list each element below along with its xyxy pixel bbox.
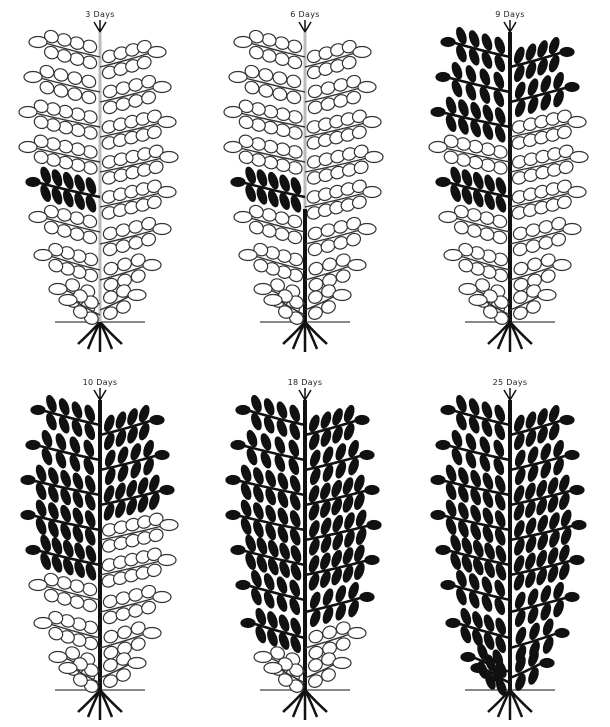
healthy-leaf (305, 215, 376, 258)
healthy-leaf (100, 73, 171, 116)
root (510, 690, 522, 717)
healthy-leaf (229, 63, 305, 106)
healthy-leaf (234, 28, 305, 71)
root (78, 322, 100, 344)
plant-drawing (0, 372, 200, 727)
root (305, 690, 327, 712)
healthy-leaf (305, 143, 383, 186)
healthy-leaf (239, 241, 305, 284)
healthy-leaf (224, 98, 305, 141)
apex-bud (94, 20, 106, 32)
root (488, 322, 510, 344)
healthy-leaf (100, 38, 166, 81)
healthy-leaf (224, 133, 305, 176)
root (88, 690, 100, 717)
healthy-leaf (100, 143, 178, 186)
root (293, 690, 305, 717)
plant-panel: 10 Days (0, 372, 200, 727)
infected-leaf (305, 404, 369, 450)
healthy-leaf (19, 98, 100, 141)
plant-drawing (205, 372, 405, 727)
apex-bud (299, 20, 311, 32)
root (293, 322, 305, 349)
root (100, 322, 112, 349)
infected-leaf (100, 404, 164, 450)
plant-panel: 18 Days (205, 372, 405, 727)
plant-panel: 25 Days (410, 372, 610, 727)
apex-bud (299, 388, 311, 400)
healthy-leaf (510, 178, 586, 221)
healthy-leaf (510, 215, 581, 258)
plant-panel: 3 Days (0, 4, 200, 359)
root (305, 322, 317, 349)
root (283, 690, 305, 712)
infected-leaf (510, 404, 574, 450)
root (510, 322, 532, 344)
root (305, 690, 317, 717)
apex-bud (94, 388, 106, 400)
healthy-leaf (305, 178, 381, 221)
healthy-leaf (29, 28, 100, 71)
healthy-leaf (305, 108, 381, 151)
apex-bud (504, 20, 516, 32)
root (488, 690, 510, 712)
healthy-leaf (100, 620, 161, 661)
infected-leaf (510, 36, 574, 82)
plant-drawing (205, 4, 405, 359)
healthy-leaf (34, 609, 100, 652)
root (100, 322, 122, 344)
healthy-leaf (19, 133, 100, 176)
infected-leaf (441, 394, 510, 440)
root (498, 322, 510, 349)
root (78, 690, 100, 712)
healthy-leaf (100, 252, 161, 293)
plant-panel: 9 Days (410, 4, 610, 359)
healthy-leaf (100, 583, 171, 626)
healthy-leaf (305, 38, 371, 81)
root (100, 690, 112, 717)
healthy-leaf (100, 546, 176, 589)
healthy-leaf (100, 108, 176, 151)
root (510, 690, 532, 712)
plant-drawing (410, 372, 610, 727)
healthy-leaf (100, 511, 178, 554)
root (510, 322, 522, 349)
plant-panel: 6 Days (205, 4, 405, 359)
infected-leaf (31, 394, 100, 440)
healthy-leaf (34, 241, 100, 284)
healthy-leaf (305, 252, 366, 293)
healthy-leaf (305, 73, 376, 116)
root (305, 322, 327, 344)
apex-bud (504, 388, 516, 400)
infected-leaf (441, 26, 510, 72)
healthy-leaf (510, 143, 588, 186)
healthy-leaf (444, 241, 510, 284)
healthy-leaf (24, 63, 100, 106)
healthy-leaf (100, 178, 176, 221)
infected-leaf (236, 394, 305, 440)
plant-drawing (0, 4, 200, 359)
root (88, 322, 100, 349)
plant-drawing (410, 4, 610, 359)
healthy-leaf (510, 252, 571, 293)
healthy-leaf (100, 215, 171, 258)
root (100, 690, 122, 712)
healthy-leaf (429, 133, 510, 176)
root (283, 322, 305, 344)
